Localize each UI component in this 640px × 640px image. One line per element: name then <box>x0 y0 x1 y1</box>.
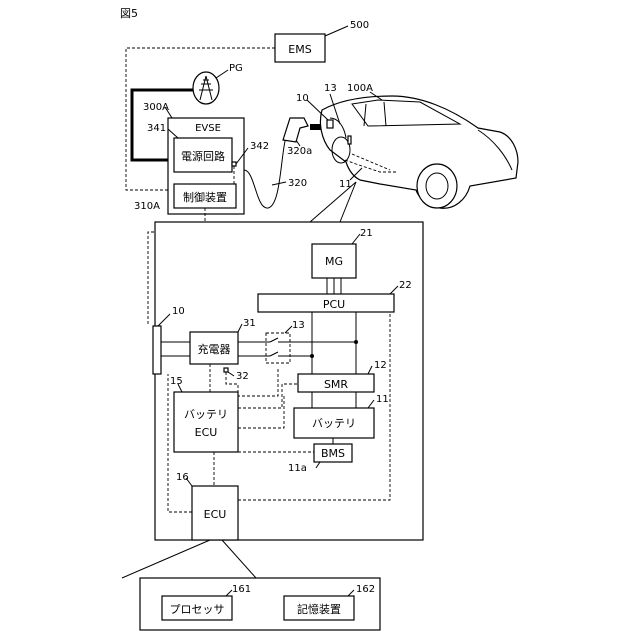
inlet-ref: 10 <box>172 306 185 317</box>
bms-ref: 11a <box>288 463 307 474</box>
pg-leader <box>216 70 228 78</box>
battery-top-ref: 11 <box>339 179 352 190</box>
vehicle-ref: 100A <box>347 83 373 94</box>
bms-label: BMS <box>321 447 345 460</box>
battery-ecu-ref: 15 <box>170 376 183 387</box>
smr-ref: 12 <box>374 360 387 371</box>
battery-ecu-label-2: ECU <box>195 426 218 439</box>
charger-ref: 31 <box>243 318 256 329</box>
inlet-box <box>153 326 161 374</box>
connector-icon <box>283 118 308 142</box>
junction-pos <box>354 340 358 344</box>
battery-label: バッテリ <box>312 417 356 430</box>
pcu-label: PCU <box>323 298 345 311</box>
zoom-line-left <box>310 182 356 222</box>
ems-label: EMS <box>288 43 311 56</box>
power-circuit-label: 電源回路 <box>181 149 225 163</box>
cable-ref: 320 <box>288 178 307 189</box>
mg-ref: 21 <box>360 228 373 239</box>
processor-ref: 161 <box>232 584 251 595</box>
connector-ref: 320a <box>287 146 312 157</box>
control-device-ref: 310A <box>134 201 160 212</box>
pg-ref: PG <box>229 63 243 74</box>
figure-label: 図5 <box>120 7 138 20</box>
relay-top-ref: 13 <box>324 83 337 94</box>
control-device-label: 制御装置 <box>183 190 227 204</box>
battery-ecu-box <box>174 392 238 452</box>
ecu-label: ECU <box>204 508 227 521</box>
vehicle-illustration <box>320 96 518 208</box>
inlet-top-ref: 10 <box>296 93 309 104</box>
pcu-ref: 22 <box>399 280 412 291</box>
connector-line-ref: 342 <box>250 141 269 152</box>
mg-label: MG <box>325 255 343 268</box>
battery-ref: 11 <box>376 394 389 405</box>
storage-label: 記憶装置 <box>297 602 341 616</box>
sensor-icon <box>224 368 228 372</box>
sensor-ref: 32 <box>236 371 249 382</box>
junction-neg <box>310 354 314 358</box>
power-circuit-ref: 341 <box>147 123 166 134</box>
ems-ref: 500 <box>350 20 369 31</box>
battery-ecu-label-1: バッテリ <box>184 408 228 421</box>
ecu-ref: 16 <box>176 472 189 483</box>
charger-label: 充電器 <box>198 342 231 356</box>
storage-ref: 162 <box>356 584 375 595</box>
current-sensor-icon <box>232 162 236 166</box>
evse-label: EVSE <box>195 123 221 134</box>
ecu-zoom-left <box>122 540 210 578</box>
relay-ref: 13 <box>292 320 305 331</box>
ecu-zoom-right <box>222 540 256 578</box>
smr-label: SMR <box>324 378 348 391</box>
ems-ref-leader <box>325 26 348 36</box>
processor-label: プロセッサ <box>170 603 225 616</box>
